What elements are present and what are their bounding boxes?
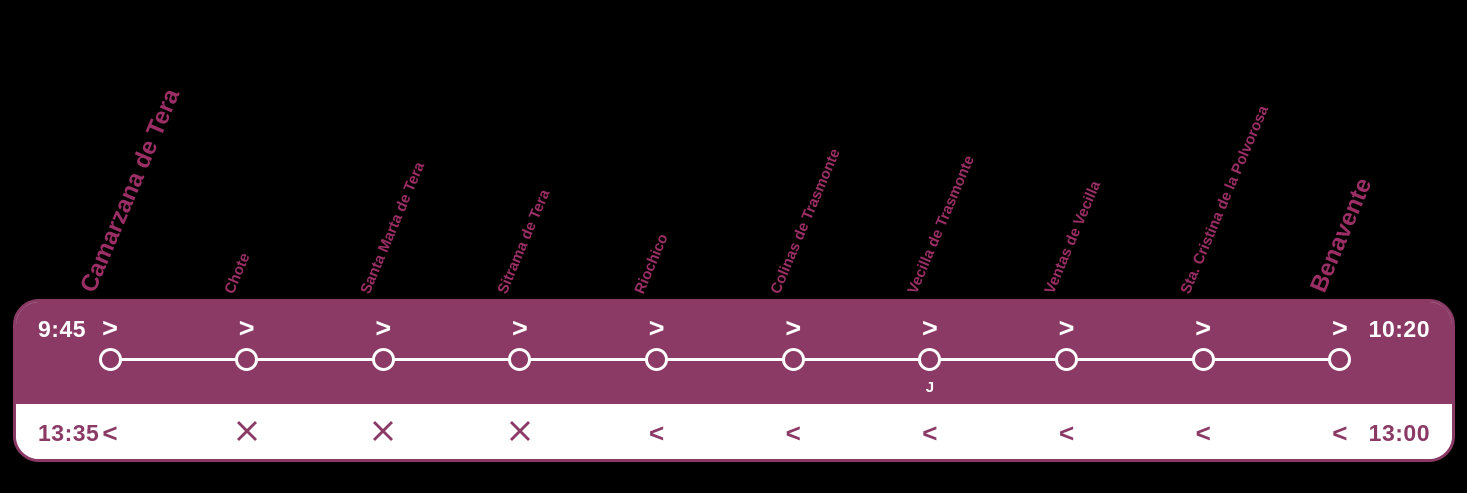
chevron-right-icon: > [648, 313, 665, 343]
station-node-circle [508, 348, 532, 371]
station-label: Riochico [630, 231, 672, 297]
station-node-circle [1191, 348, 1215, 371]
station-label: Sta. Cristina de la Polvorosa [1177, 103, 1273, 297]
return-arrive-time: 13:35 [38, 420, 100, 446]
route-line [110, 358, 1340, 361]
chevron-right-icon: > [512, 313, 528, 343]
chevron-right-icon: > [1058, 313, 1075, 343]
station-node-circle [235, 348, 259, 371]
no-service-cross-icon [373, 421, 394, 441]
chevron-right-icon: > [785, 313, 802, 343]
chevron-right-icon: > [238, 313, 255, 343]
station-label: Sitrama de Tera [494, 187, 554, 297]
station-label: Colinas de Trasmonte [767, 146, 845, 297]
timetable-card: 9:45 10:20 13:35 13:00 > < > > > > < > < > J < > < > < >… [13, 299, 1455, 462]
outbound-depart-time: 9:45 [38, 316, 87, 342]
station-label: Santa Marta de Tera [357, 159, 429, 297]
chevron-left-icon: < [922, 418, 938, 448]
chevron-left-icon: < [785, 418, 801, 448]
chevron-right-icon: > [922, 313, 938, 343]
station-node-circle [98, 348, 122, 371]
station-label: Vecilla de Trasmonte [904, 153, 978, 297]
chevron-right-icon: > [375, 313, 392, 343]
return-depart-time: 13:00 [1368, 420, 1430, 446]
terminus-station-label: Camarzana de Tera [75, 84, 186, 297]
no-service-cross-icon [509, 421, 530, 441]
outbound-arrive-time: 10:20 [1368, 316, 1430, 342]
station-node-circle [1328, 348, 1352, 371]
chevron-left-icon: < [649, 418, 665, 448]
chevron-left-icon: < [102, 418, 118, 448]
station-node-circle [781, 348, 805, 371]
chevron-right-icon: > [102, 313, 118, 343]
station-node-circle [371, 348, 395, 371]
chevron-right-icon: > [1331, 313, 1348, 343]
chevron-left-icon: < [1195, 418, 1211, 448]
station-label: Chote [220, 250, 254, 297]
chevron-left-icon: < [1058, 418, 1075, 448]
chevron-left-icon: < [1332, 418, 1348, 448]
return-band [16, 404, 1452, 459]
station-node-circle [918, 348, 942, 371]
station-node-circle [645, 348, 669, 371]
chevron-right-icon: > [1195, 313, 1212, 343]
station-node-circle [1055, 348, 1079, 371]
station-label: Ventas de Vecilla [1040, 178, 1104, 297]
terminus-station-label: Benavente [1304, 174, 1378, 297]
service-note: J [925, 379, 935, 396]
no-service-cross-icon [236, 421, 257, 441]
